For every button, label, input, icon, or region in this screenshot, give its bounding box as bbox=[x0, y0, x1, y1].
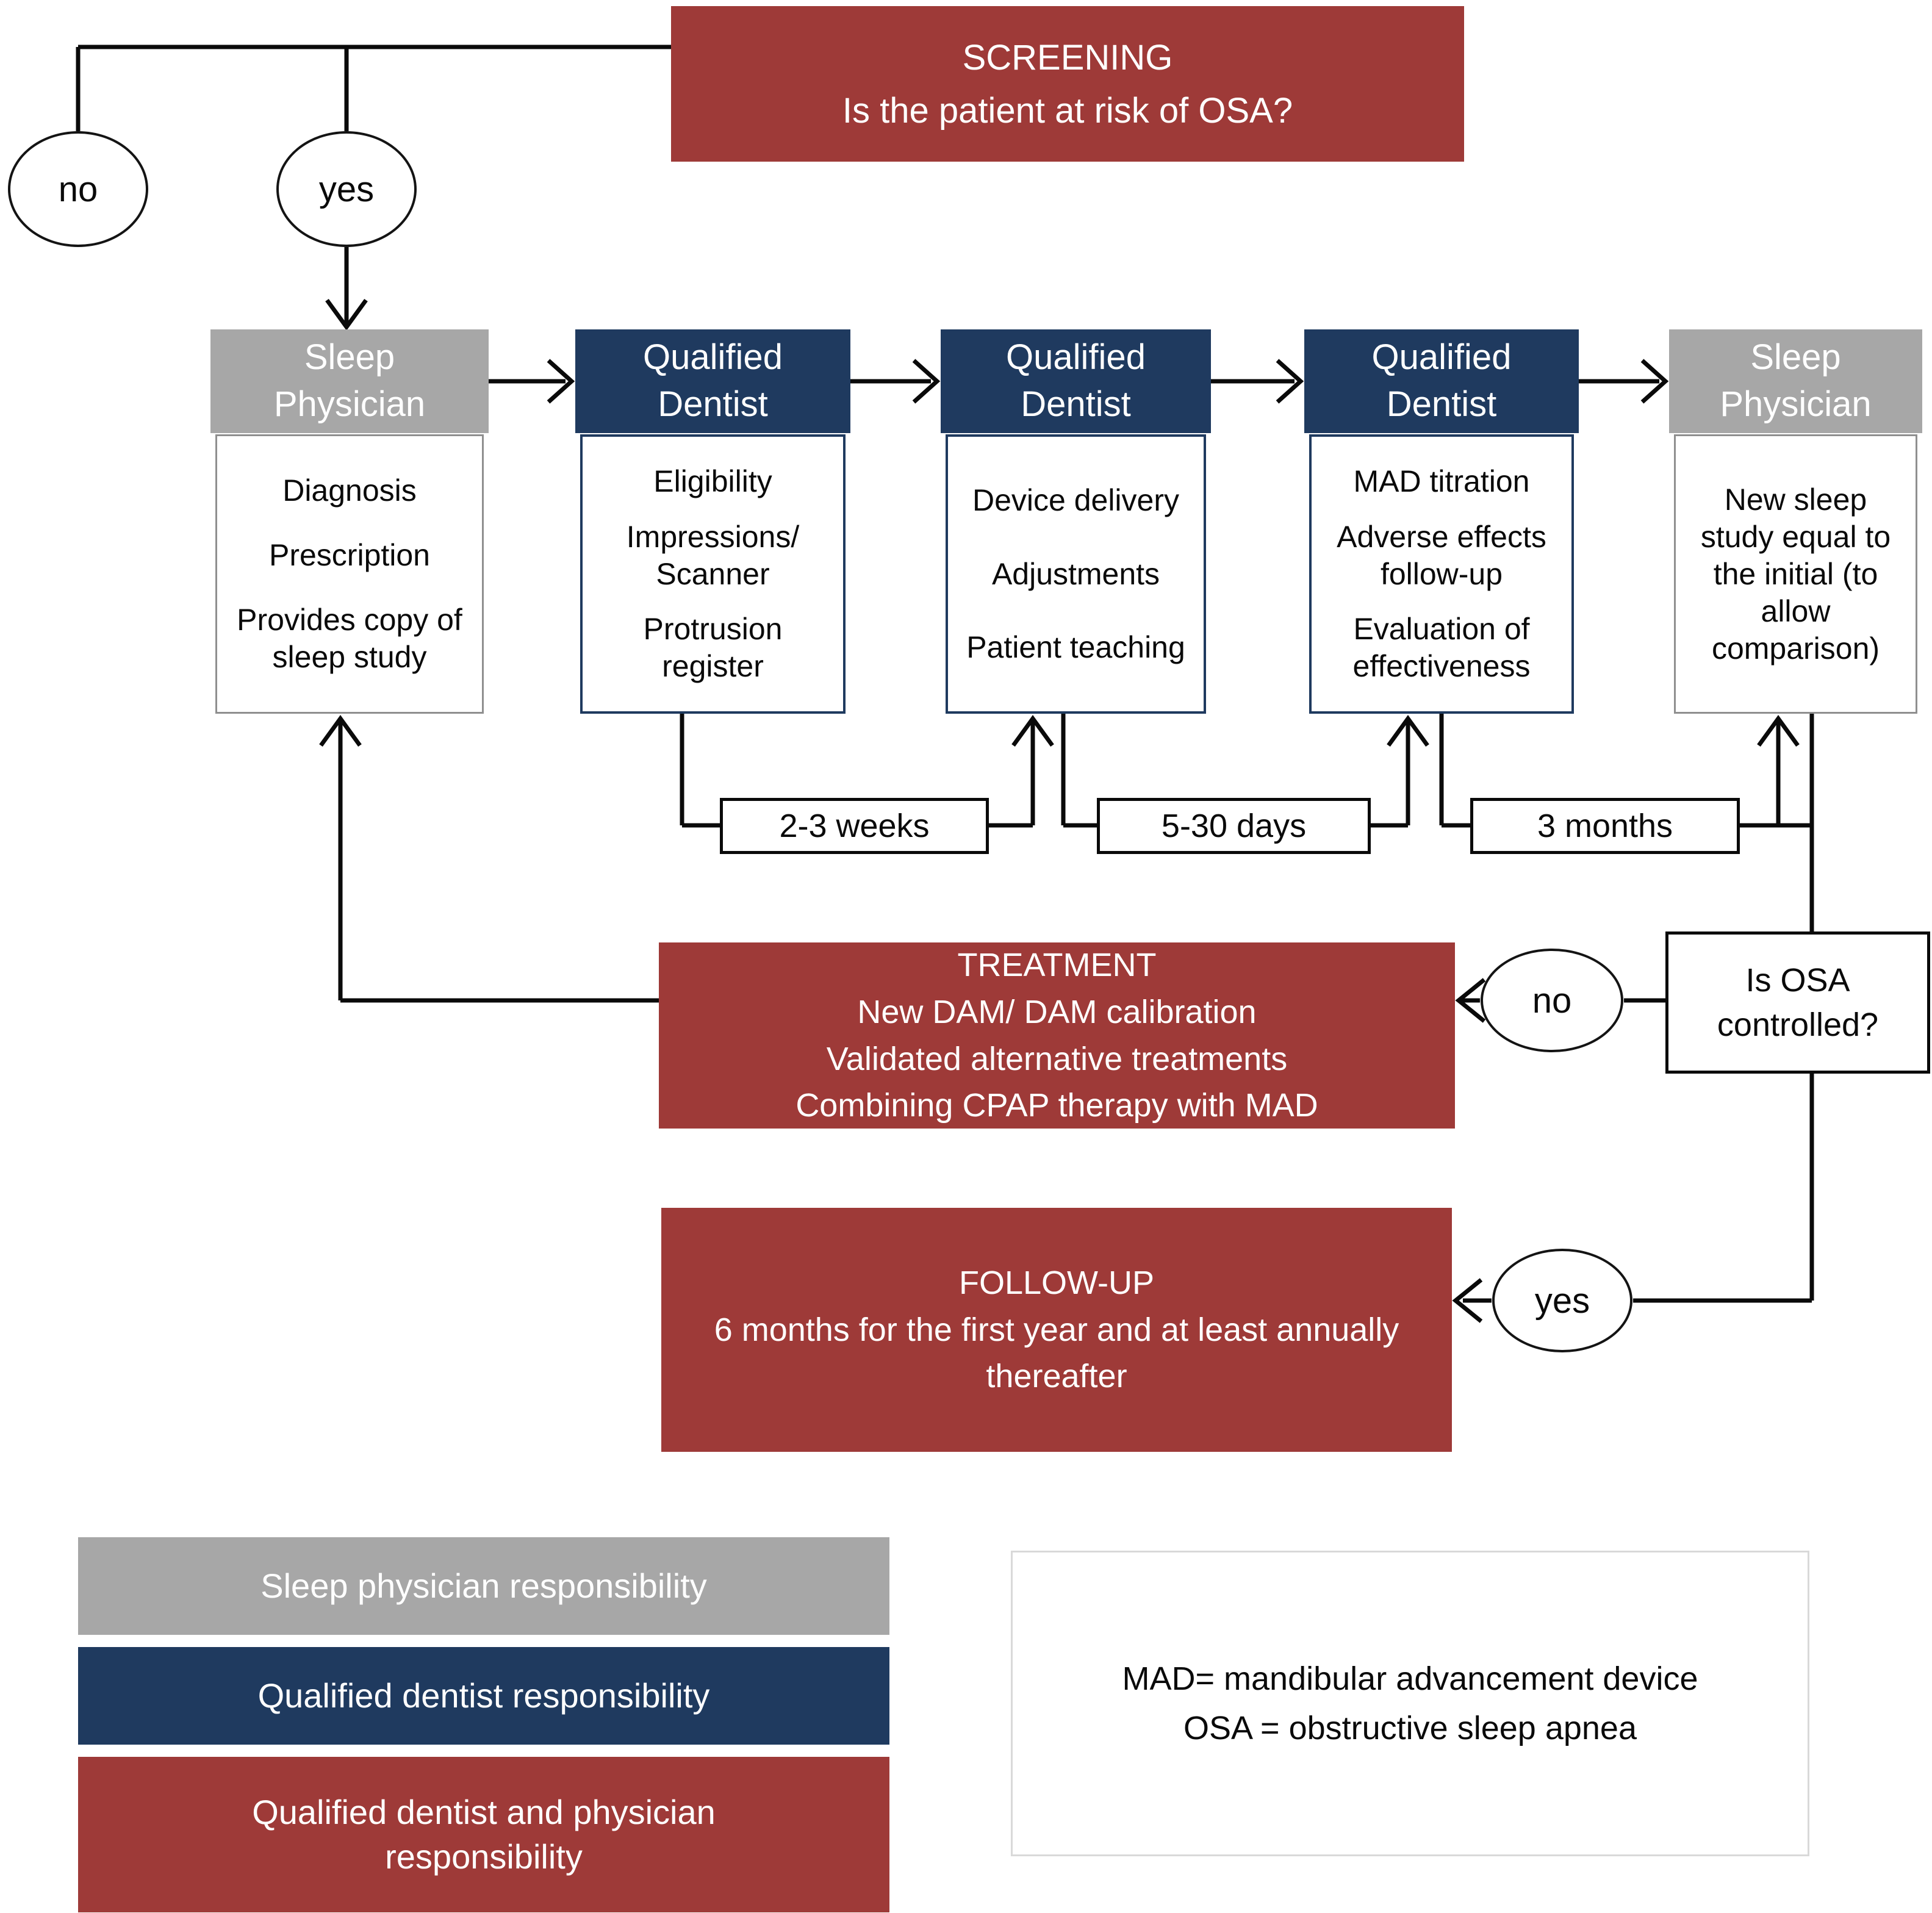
interval-2-3-weeks-label: 2-3 weeks bbox=[779, 808, 930, 844]
interval-2-3-weeks-box: 2-3 weeks bbox=[720, 798, 989, 854]
followup-schedule: 6 months for the first year and at least… bbox=[714, 1311, 1399, 1395]
connector-col2-col3-arrow bbox=[850, 359, 941, 404]
legend-qualified-dentist: Qualified dentist responsibility bbox=[78, 1647, 889, 1745]
col4-header-label: Qualified Dentist bbox=[1371, 337, 1512, 424]
screening-yes-ellipse: yes bbox=[276, 131, 417, 247]
connector-col1-col2-arrow bbox=[489, 359, 575, 404]
col3-task: Patient teaching bbox=[966, 630, 1185, 665]
screening-no-label: no bbox=[58, 169, 98, 209]
col1-task: Diagnosis bbox=[282, 473, 417, 508]
col2-task: Eligibility bbox=[653, 464, 772, 499]
col1-sleep-physician-header: Sleep Physician bbox=[210, 329, 489, 433]
col3-task: Device delivery bbox=[972, 483, 1179, 517]
col3-header-label: Qualified Dentist bbox=[1006, 337, 1146, 424]
connector-col3-col4-arrow bbox=[1211, 359, 1304, 404]
col2-header-label: Qualified Dentist bbox=[643, 337, 783, 424]
col2-task: Protrusion register bbox=[643, 611, 783, 683]
treatment-option: Combining CPAP therapy with MAD bbox=[795, 1087, 1318, 1124]
interval-3-months-label: 3 months bbox=[1537, 808, 1673, 844]
osa-no-label: no bbox=[1532, 980, 1572, 1021]
connector-treatment-to-sleep-physician bbox=[319, 715, 659, 1003]
screening-title: SCREENING bbox=[962, 37, 1173, 77]
abbreviation-mad: MAD= mandibular advancement device bbox=[1122, 1660, 1698, 1697]
connector-col4-col5-arrow bbox=[1579, 359, 1669, 404]
col2-task: Impressions/ Scanner bbox=[626, 519, 800, 591]
col4-task: MAD titration bbox=[1353, 464, 1530, 499]
connector-screening-branch bbox=[76, 45, 671, 131]
col4-qualified-dentist-header: Qualified Dentist bbox=[1304, 329, 1579, 433]
col4-task: Evaluation of effectiveness bbox=[1352, 611, 1531, 683]
osa-controlled-decision-box: Is OSA controlled? bbox=[1665, 931, 1930, 1074]
col5-task: New sleep study equal to the initial (to… bbox=[1700, 482, 1891, 666]
col1-task: Prescription bbox=[269, 538, 430, 572]
screening-question: Is the patient at risk of OSA? bbox=[842, 90, 1293, 131]
screening-no-ellipse: no bbox=[8, 131, 148, 247]
interval-3-months-box: 3 months bbox=[1470, 798, 1740, 854]
osa-no-ellipse: no bbox=[1481, 949, 1623, 1052]
col5-header-label: Sleep Physician bbox=[1720, 337, 1872, 424]
osa-controlled-question: Is OSA controlled? bbox=[1717, 961, 1879, 1043]
legend-dentist-and-physician-label: Qualified dentist and physician responsi… bbox=[252, 1792, 716, 1876]
osa-yes-label: yes bbox=[1534, 1280, 1590, 1321]
followup-title: FOLLOW-UP bbox=[958, 1264, 1155, 1301]
col3-tasks: Device delivery Adjustments Patient teac… bbox=[946, 434, 1206, 714]
col5-sleep-physician-header: Sleep Physician bbox=[1669, 329, 1922, 433]
legend-sleep-physician: Sleep physician responsibility bbox=[78, 1537, 889, 1635]
followup-box: FOLLOW-UP 6 months for the first year an… bbox=[661, 1208, 1452, 1452]
col1-task: Provides copy of sleep study bbox=[237, 603, 462, 674]
col4-tasks: MAD titration Adverse effects follow-up … bbox=[1309, 434, 1574, 714]
col2-tasks: Eligibility Impressions/ Scanner Protrus… bbox=[580, 434, 846, 714]
col4-task: Adverse effects follow-up bbox=[1337, 519, 1546, 591]
col5-tasks: New sleep study equal to the initial (to… bbox=[1674, 434, 1917, 714]
legend-sleep-physician-label: Sleep physician responsibility bbox=[260, 1566, 707, 1605]
treatment-option: New DAM/ DAM calibration bbox=[857, 993, 1257, 1030]
col3-qualified-dentist-header: Qualified Dentist bbox=[941, 329, 1211, 433]
legend-dentist-and-physician: Qualified dentist and physician responsi… bbox=[78, 1757, 889, 1912]
col1-header-label: Sleep Physician bbox=[273, 337, 426, 424]
osa-yes-ellipse: yes bbox=[1492, 1249, 1632, 1352]
screening-yes-label: yes bbox=[318, 169, 375, 209]
abbreviations-box: MAD= mandibular advancement device OSA =… bbox=[1011, 1551, 1809, 1856]
legend-qualified-dentist-label: Qualified dentist responsibility bbox=[257, 1676, 710, 1715]
interval-5-30-days-box: 5-30 days bbox=[1097, 798, 1371, 854]
screening-box: SCREENING Is the patient at risk of OSA? bbox=[671, 6, 1464, 162]
col1-tasks: Diagnosis Prescription Provides copy of … bbox=[215, 434, 484, 714]
interval-5-30-days-label: 5-30 days bbox=[1161, 808, 1307, 844]
treatment-box: TREATMENT New DAM/ DAM calibration Valid… bbox=[659, 942, 1455, 1129]
treatment-title: TREATMENT bbox=[957, 947, 1157, 984]
treatment-option: Validated alternative treatments bbox=[826, 1040, 1288, 1077]
col3-task: Adjustments bbox=[991, 556, 1160, 591]
connector-yes-to-sleep-physician bbox=[325, 247, 368, 331]
abbreviation-osa: OSA = obstructive sleep apnea bbox=[1183, 1709, 1637, 1746]
col2-qualified-dentist-header: Qualified Dentist bbox=[575, 329, 850, 433]
